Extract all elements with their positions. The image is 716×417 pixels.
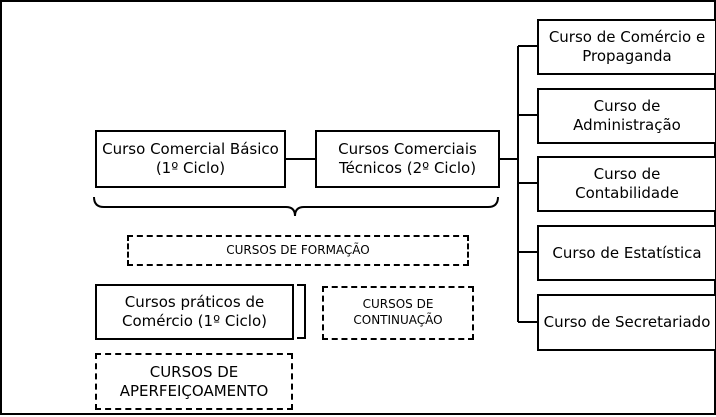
node-curso-contabilidade: Curso de Contabilidade bbox=[537, 156, 716, 212]
node-cursos-praticos-comercio: Cursos práticos de Comércio (1º Ciclo) bbox=[95, 284, 294, 340]
node-cursos-comerciais-tecnicos: Cursos Comerciais Técnicos (2º Ciclo) bbox=[315, 130, 500, 188]
label-cursos-de-continuacao: CURSOS DE CONTINUAÇÃO bbox=[322, 286, 474, 340]
node-curso-estatistica: Curso de Estatística bbox=[537, 225, 716, 281]
node-curso-secretariado: Curso de Secretariado bbox=[537, 294, 716, 351]
label-cursos-de-formacao: CURSOS DE FORMAÇÃO bbox=[127, 235, 469, 266]
continuation-bracket bbox=[297, 284, 306, 339]
node-curso-comercial-basico: Curso Comercial Básico (1º Ciclo) bbox=[95, 130, 286, 188]
node-curso-administracao: Curso de Administração bbox=[537, 88, 716, 144]
label-cursos-de-aperfeicoamento: CURSOS DE APERFEIÇOAMENTO bbox=[95, 353, 293, 410]
node-curso-comercio-propaganda: Curso de Comércio e Propaganda bbox=[537, 19, 716, 75]
formation-brace bbox=[93, 196, 499, 217]
